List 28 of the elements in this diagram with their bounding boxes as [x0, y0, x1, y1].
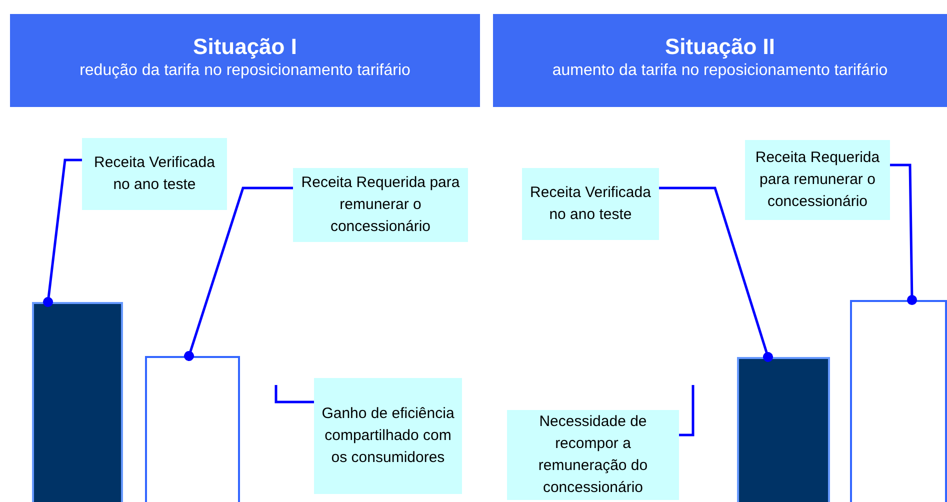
callout-text: Necessidade de recompor a remuneração do concessionário: [537, 412, 649, 498]
leader-line: [184, 186, 293, 361]
callout-box: [293, 168, 468, 242]
header-subtitle: aumento da tarifa no reposicionamento tarifário: [551, 61, 889, 81]
bar: [737, 357, 830, 502]
callout-text: Ganho de eficiência compartilhado com os consumidores: [320, 404, 456, 468]
callout-box: [507, 410, 679, 500]
callout-text: Receita Requerida para remunerar o concessionário: [300, 173, 461, 237]
callout-text: Receita Requerida para remunerar o concessionário: [754, 148, 881, 212]
bar: [850, 300, 947, 502]
callout-text: Receita Verificada no ano teste: [93, 153, 216, 195]
bar: [32, 302, 123, 502]
header-band: [10, 14, 480, 107]
header-title: Situação I: [192, 34, 298, 60]
header-title: Situação II: [664, 34, 776, 60]
leader-line: [43, 158, 82, 307]
header-band: [493, 14, 947, 107]
callout-box: [745, 140, 890, 220]
callout-box: [314, 378, 462, 494]
callout-text: Receita Verificada no ano teste: [529, 183, 652, 225]
header-subtitle: redução da tarifa no reposicionamento tarifário: [78, 61, 412, 81]
leader-line: [890, 164, 917, 305]
leader-line: [659, 186, 773, 362]
callout-box: [522, 168, 659, 240]
leader-line: [274, 385, 314, 404]
bar: [145, 356, 240, 502]
callout-box: [82, 138, 227, 210]
leader-line: [679, 385, 694, 436]
